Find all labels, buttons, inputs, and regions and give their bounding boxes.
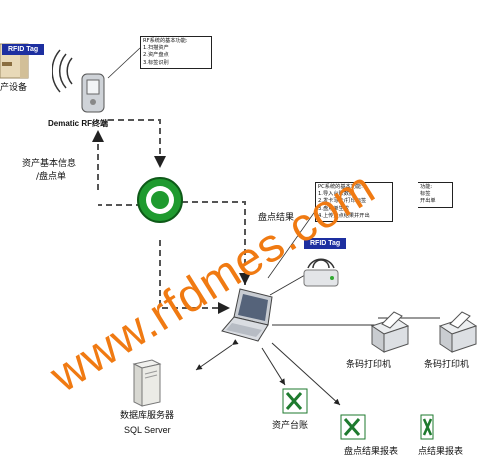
pc-functions-title: PC系统的基本功能: [318, 184, 363, 190]
asset-ledger-label: 资产台账 [272, 421, 309, 431]
inventory-sheet-label: /盘点单 [36, 172, 67, 182]
pc-function-item: 3.盘点单生成 [318, 205, 349, 212]
excel-report-icon [340, 414, 366, 440]
pc-function-item: 2.发卡写卡/打印标签 [318, 198, 367, 205]
rf-functions-title: RF系统的基本功能: [143, 38, 188, 44]
rfid-tag-badge-top: RFID Tag [2, 44, 45, 55]
excel-ledger-icon [282, 388, 308, 414]
rf-box-leader [107, 47, 141, 79]
rf-terminal-label: Dematic RF终端 [48, 119, 109, 128]
pc-function-item: 4.上传盘点结果并开出 [318, 212, 370, 219]
barcode-printer-icon [370, 311, 410, 353]
report-label-2: 点结果报表 [418, 447, 464, 457]
rfid-reader-icon [303, 258, 339, 287]
inventory-result-label: 盘点结果 [258, 213, 295, 223]
pc-partial-item: 开出单 [420, 198, 436, 205]
db-sql-label: SQL Server [124, 425, 171, 435]
network-hub-icon [137, 177, 183, 223]
pc-partial-item: 标签 [420, 191, 431, 198]
pc-functions-box-partial: 功能: 标签 开出单 [418, 182, 453, 208]
rf-terminal-icon [52, 49, 105, 113]
pc-box-leader [267, 209, 317, 279]
pc-functions-box: PC系统的基本功能: 1.导入台账数据 2.发卡写卡/打印标签 3.盘点单生成 … [315, 182, 393, 223]
database-server-icon [132, 359, 162, 407]
printer-label-1: 条码打印机 [346, 360, 392, 370]
printer-label-2: 条码打印机 [424, 360, 470, 370]
barcode-printer-icon [438, 311, 478, 353]
asset-device-label: 产设备 [0, 83, 28, 93]
rf-function-item: 3.标签识别 [143, 59, 169, 66]
pc-function-item: 1.导入台账数据 [318, 191, 355, 198]
result-to-laptop-dashed [182, 201, 251, 285]
hub-to-laptop-dashed [159, 240, 230, 314]
rf-function-item: 1.扫描资产 [143, 45, 169, 52]
report-label-1: 盘点结果报表 [344, 447, 399, 457]
db-server-label: 数据库服务器 [120, 411, 175, 421]
laptop-report-arrow [271, 342, 341, 406]
laptop-ledger-arrow [261, 347, 286, 386]
excel-report-icon-partial [420, 414, 434, 440]
pc-partial-title: 功能: [420, 184, 433, 190]
rf-functions-box: RF系统的基本功能: 1.扫描资产 2.资产盘点 3.标签识别 [140, 36, 212, 69]
asset-info-label: 资产基本信息 [22, 159, 77, 169]
laptop-reader-line [269, 274, 306, 296]
laptop-db-arrow [195, 339, 239, 371]
laptop-icon [221, 288, 273, 342]
rf-to-hub-dashed [108, 119, 166, 168]
rf-function-item: 2.资产盘点 [143, 52, 169, 59]
rfid-tag-badge-reader: RFID Tag [304, 238, 347, 249]
